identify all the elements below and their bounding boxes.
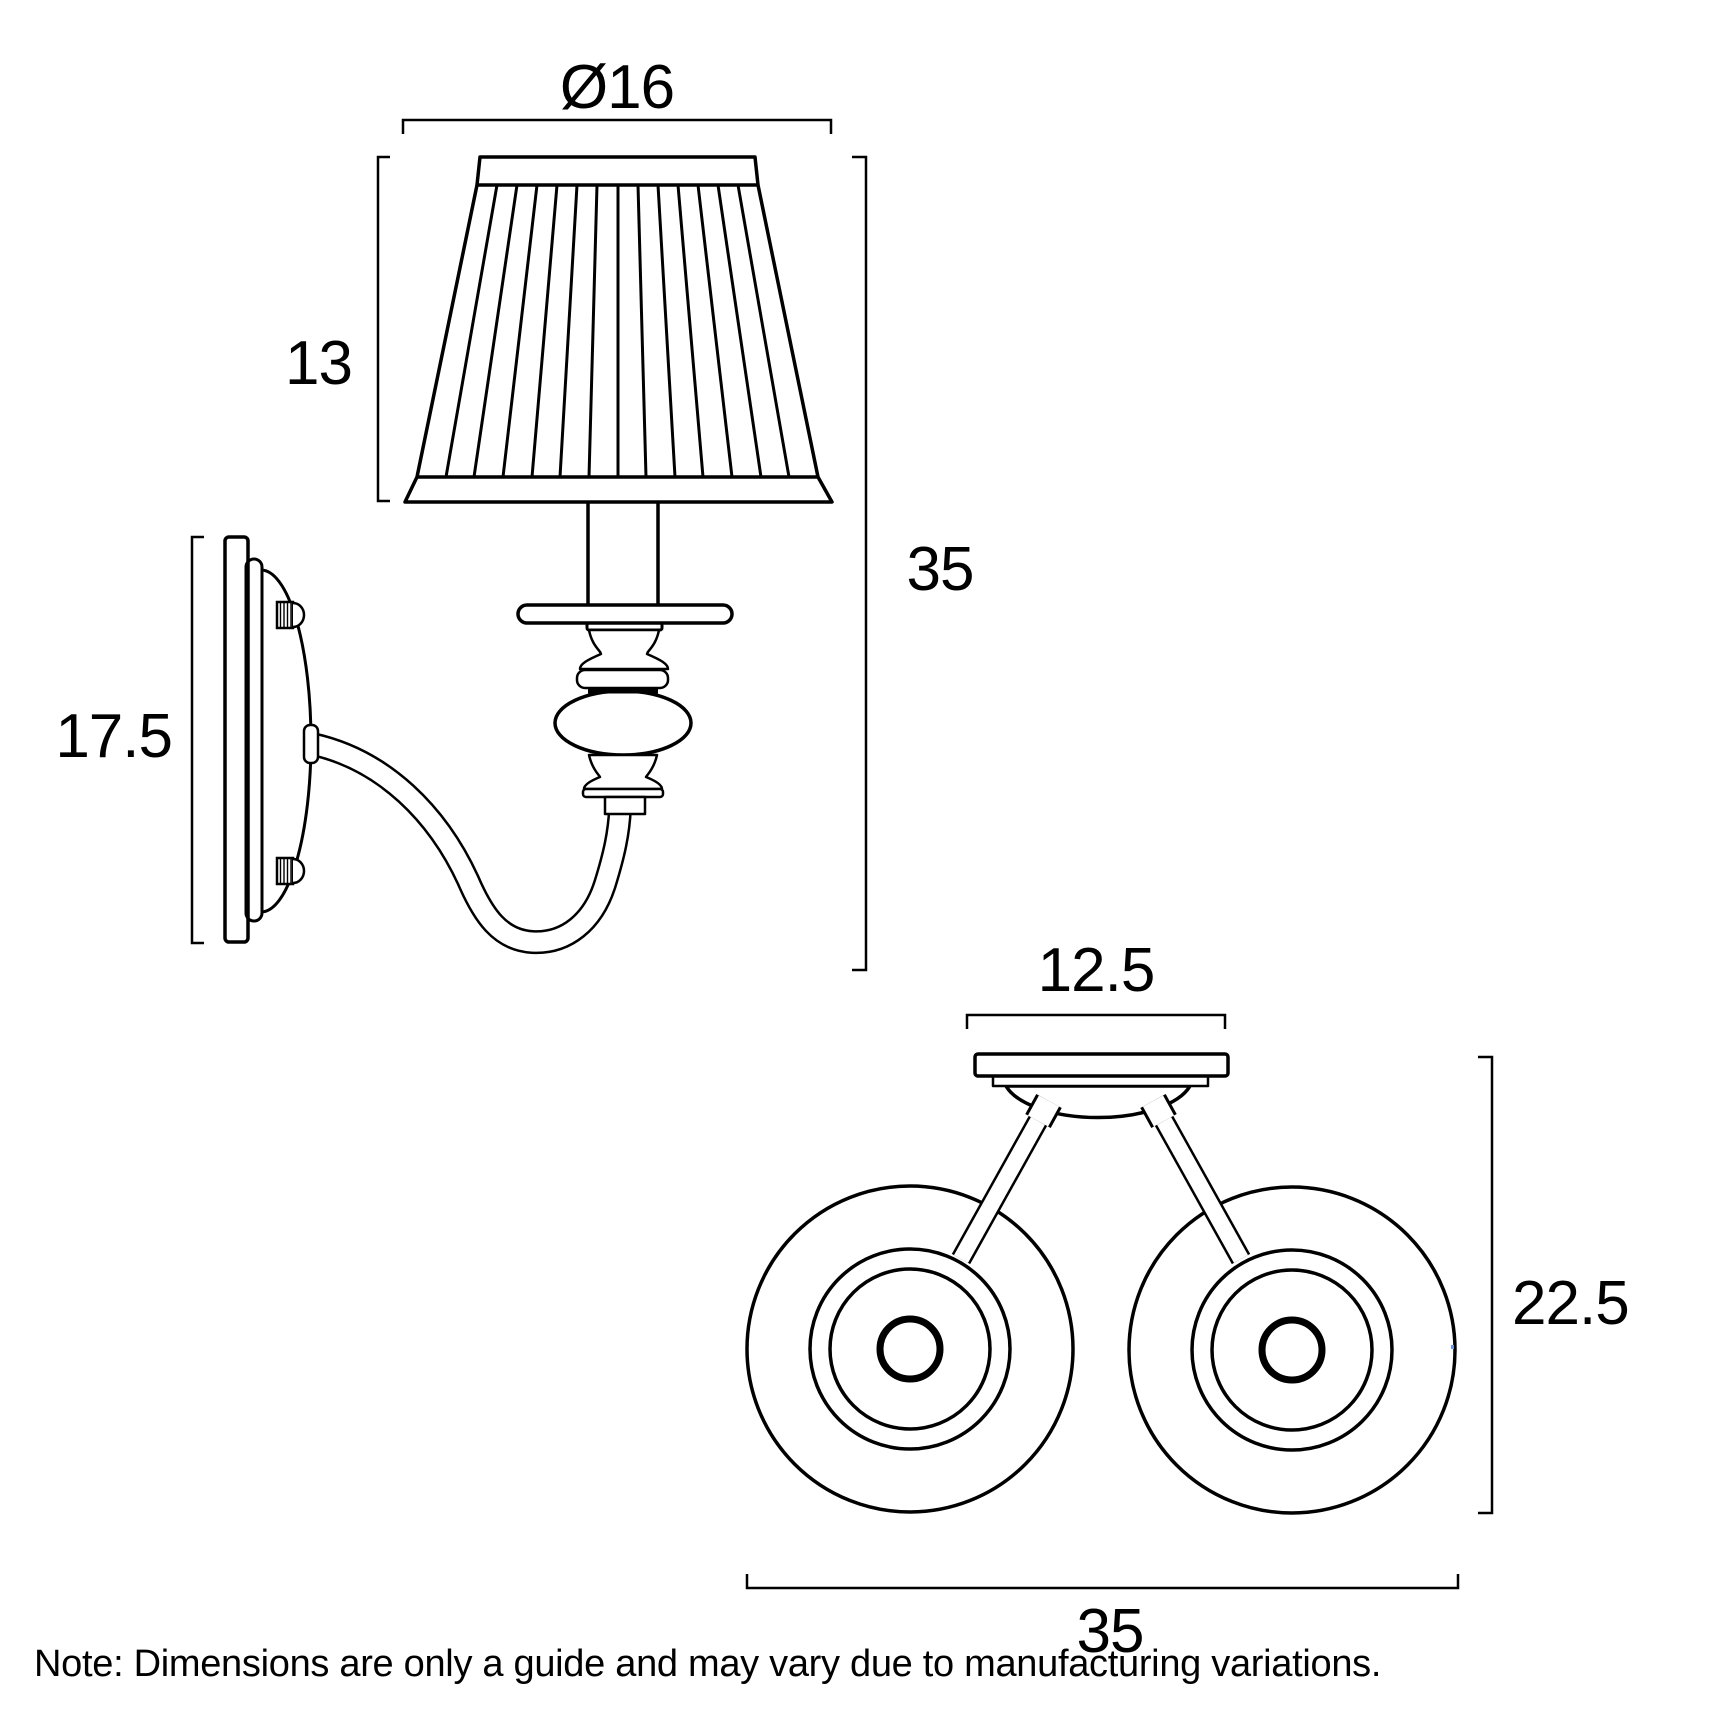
pleated-lampshade xyxy=(403,155,834,504)
candle-sleeve xyxy=(586,503,660,605)
screw-knurl-hatch xyxy=(279,603,292,627)
shade-diameter-dimension-line xyxy=(401,118,833,134)
stem-ball-knob xyxy=(553,689,693,757)
backplate-disc xyxy=(223,535,250,944)
right-arm-fill xyxy=(1151,1106,1248,1263)
total-height-dimension-line xyxy=(852,155,868,972)
canopy-plate xyxy=(973,1052,1230,1078)
lamp-socket-circle xyxy=(876,1315,944,1383)
backplate-height-label: 17.5 xyxy=(55,702,172,771)
total-height-label: 35 xyxy=(907,535,974,604)
projection-height-dimension-line xyxy=(1478,1055,1494,1515)
side-view: Ø16 13 35 17.5 xyxy=(55,53,974,972)
stem-cup xyxy=(578,628,670,671)
screw-cap xyxy=(292,601,306,629)
screw-knurl-hatch xyxy=(279,859,292,883)
shade-circle-right xyxy=(1127,1185,1457,1515)
shade-outer-circle xyxy=(745,1184,1075,1514)
left-arm-fill xyxy=(954,1106,1051,1263)
backplate-front-plate xyxy=(244,557,264,923)
stem-collar xyxy=(575,668,670,690)
candle-stem xyxy=(516,503,734,816)
top-view-arms xyxy=(951,1104,1251,1265)
right-arm-ferrule-fill xyxy=(1142,1095,1175,1127)
wall-arm-outline xyxy=(309,732,632,955)
canopy-width-dimension-line xyxy=(965,1013,1227,1029)
shade-ring-inner xyxy=(828,1267,992,1431)
render-artifact-dot xyxy=(1451,1345,1454,1349)
stem-foot xyxy=(582,753,664,791)
projection-height-label: 22.5 xyxy=(1512,1269,1629,1338)
mounting-screw-bottom xyxy=(275,856,306,886)
shade-circle-left xyxy=(745,1184,1075,1514)
mounting-screw-top xyxy=(275,600,306,630)
wall-backplate xyxy=(223,535,313,944)
total-width-label: 35 xyxy=(1077,1597,1144,1666)
top-view-dimensions: 12.5 22.5 35 xyxy=(745,936,1630,1666)
wall-arm xyxy=(302,723,632,955)
shade-ring-inner xyxy=(1210,1268,1374,1432)
total-width-dimension-line xyxy=(745,1574,1460,1590)
lamp-socket-circle xyxy=(1258,1316,1326,1384)
shade-diameter-label: Ø16 xyxy=(560,53,674,122)
arm-mount-flange xyxy=(302,723,320,765)
bobeche-drip-tray xyxy=(516,603,734,625)
shade-pleat-lines xyxy=(444,184,791,478)
side-view-dimensions: Ø16 13 35 17.5 xyxy=(55,53,974,972)
shade-ring-outer xyxy=(1190,1248,1394,1452)
top-view-canopy xyxy=(973,1052,1230,1128)
stem-block xyxy=(603,795,647,816)
screw-cap xyxy=(292,857,306,885)
shade-height-label: 13 xyxy=(285,329,352,398)
top-view: 12.5 22.5 35 xyxy=(745,936,1630,1666)
canopy-width-label: 12.5 xyxy=(1038,936,1155,1005)
left-arm-ferrule-fill xyxy=(1027,1095,1060,1127)
disclaimer-note: Note: Dimensions are only a guide and ma… xyxy=(34,1643,1381,1685)
wall-arm-fill xyxy=(309,734,630,952)
shade-outer-circle xyxy=(1127,1185,1457,1515)
backplate-height-dimension-line xyxy=(190,535,204,945)
shade-ring-outer xyxy=(808,1247,1012,1451)
shade-height-dimension-line xyxy=(376,155,390,503)
